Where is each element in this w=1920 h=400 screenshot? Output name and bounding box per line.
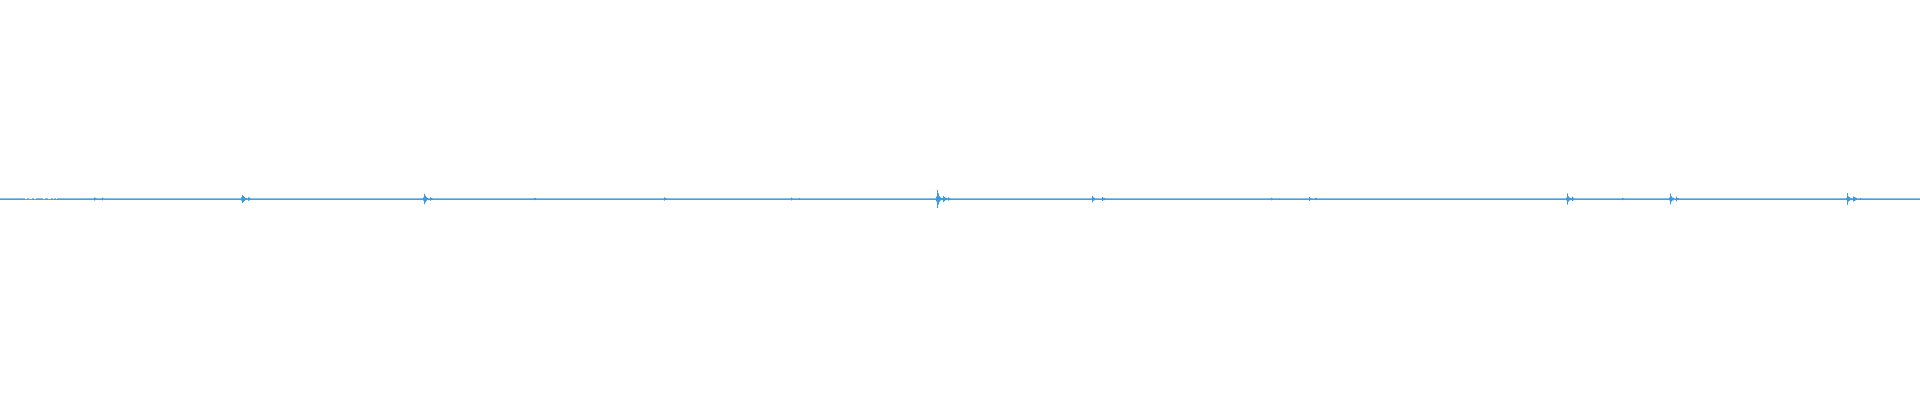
waveform-view[interactable] <box>0 0 1920 400</box>
audio-waveform[interactable] <box>0 0 1920 400</box>
